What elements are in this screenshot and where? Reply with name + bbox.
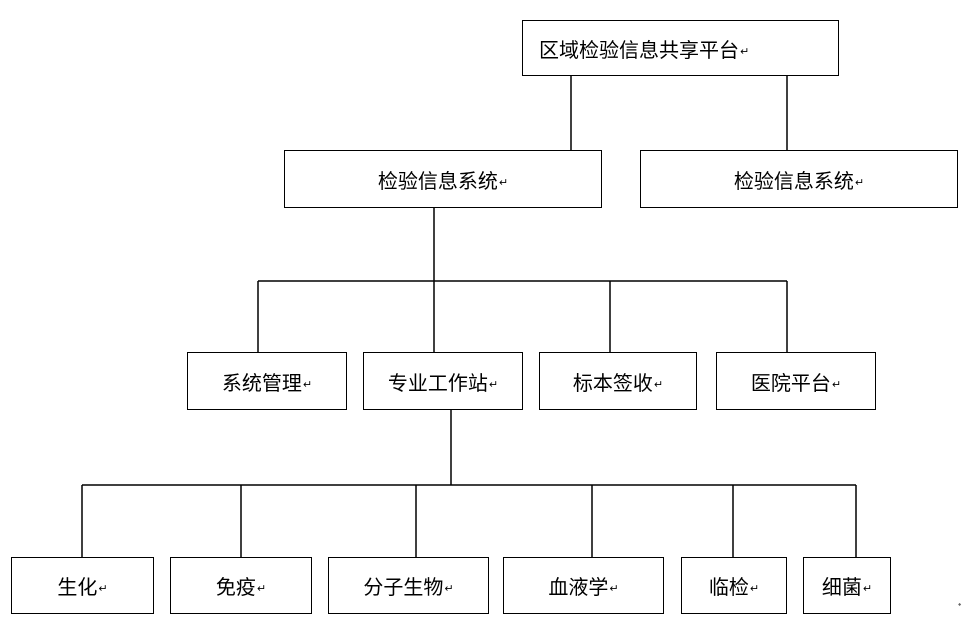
node-label: 标本签收: [572, 370, 653, 395]
node-biochemistry: 生化↵: [11, 557, 154, 614]
node-clinical-lab: 临检↵: [681, 557, 787, 614]
node-label: 检验信息系统: [733, 168, 854, 193]
node-molecular-biology: 分子生物↵: [328, 557, 489, 614]
page-end-mark-icon: ⬩: [958, 600, 962, 610]
paragraph-mark-icon: ↵: [498, 175, 509, 189]
node-label: 医院平台: [750, 370, 831, 395]
node-label: 分子生物: [363, 575, 444, 599]
node-label: 细菌: [821, 575, 862, 599]
node-hospital-platform: 医院平台↵: [716, 352, 876, 410]
paragraph-mark-icon: ↵: [444, 582, 454, 595]
node-label: 生化: [57, 575, 98, 599]
node-bacteriology: 细菌↵: [803, 557, 891, 614]
node-lis-left: 检验信息系统↵: [284, 150, 602, 208]
paragraph-mark-icon: ↵: [98, 582, 108, 595]
paragraph-mark-icon: ↵: [749, 582, 760, 595]
node-label: 区域检验信息共享平台: [539, 37, 739, 62]
node-hematology: 血液学↵: [503, 557, 664, 614]
node-label: 专业工作站: [387, 370, 488, 395]
node-professional-workstation: 专业工作站↵: [363, 352, 523, 410]
paragraph-mark-icon: ↵: [256, 582, 267, 595]
node-label: 免疫: [215, 575, 256, 599]
paragraph-mark-icon: ↵: [740, 44, 750, 58]
node-label: 系统管理: [221, 370, 302, 395]
node-label: 临检: [708, 575, 749, 599]
paragraph-mark-icon: ↵: [653, 377, 664, 391]
paragraph-mark-icon: ↵: [609, 582, 619, 595]
node-specimen-receipt: 标本签收↵: [539, 352, 697, 410]
node-label: 血液学: [548, 575, 609, 599]
node-lis-right: 检验信息系统↵: [640, 150, 958, 208]
node-label: 检验信息系统: [377, 168, 498, 193]
paragraph-mark-icon: ↵: [854, 175, 865, 189]
paragraph-mark-icon: ↵: [302, 377, 313, 391]
node-root-regional-lab-sharing-platform: 区域检验信息共享平台↵: [522, 20, 839, 76]
node-immunology: 免疫↵: [170, 557, 312, 614]
paragraph-mark-icon: ↵: [831, 377, 842, 391]
node-system-management: 系统管理↵: [187, 352, 347, 410]
paragraph-mark-icon: ↵: [862, 582, 873, 595]
paragraph-mark-icon: ↵: [488, 377, 499, 391]
